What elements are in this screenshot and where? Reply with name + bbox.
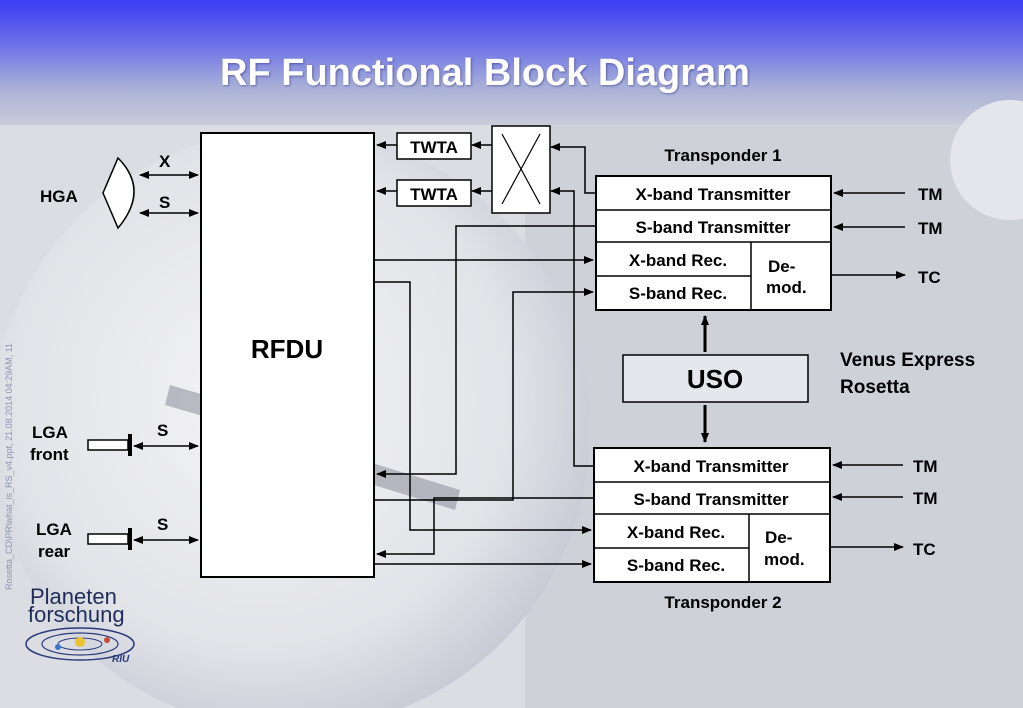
planetenforschung-logo: Planeten forschung RIU bbox=[22, 584, 142, 684]
transponder2-box bbox=[593, 447, 831, 583]
tp1-demod-1: De- bbox=[768, 257, 795, 276]
tp2-x-receiver: X-band Rec. bbox=[627, 523, 725, 542]
tp1-s-receiver: S-band Rec. bbox=[629, 284, 727, 303]
lga-front-band-label: S bbox=[157, 421, 168, 440]
mission-label-2: Rosetta bbox=[840, 377, 910, 398]
moon-backdrop bbox=[950, 100, 1023, 220]
tp1-tm-label-1: TM bbox=[918, 185, 943, 204]
lga-front-label-2: front bbox=[30, 445, 69, 464]
switch-diagonal-2 bbox=[501, 133, 541, 205]
rfdu-label: RFDU bbox=[251, 334, 323, 364]
rfdu-to-tp1-srec bbox=[374, 288, 594, 501]
tp1-x-receiver: X-band Rec. bbox=[629, 251, 727, 270]
rfdu-box bbox=[200, 132, 375, 578]
tp2-tm-label-2: TM bbox=[913, 489, 938, 508]
lga-rear-antenna-icon bbox=[87, 533, 129, 545]
twta-label-1: TWTA bbox=[410, 138, 458, 157]
tp2-x-transmitter: X-band Transmitter bbox=[634, 457, 789, 476]
orbit-rings-icon bbox=[25, 627, 135, 661]
tp2-s-receiver: S-band Rec. bbox=[627, 556, 725, 575]
tp1-stx-to-rfdu bbox=[376, 225, 596, 478]
tp1-demod-2: mod. bbox=[766, 278, 807, 297]
hga-s-band-label: S bbox=[159, 193, 170, 212]
mission-label-1: Venus Express bbox=[840, 350, 975, 371]
transponder1-box bbox=[595, 175, 832, 311]
logo-text-line-1: Planeten bbox=[30, 584, 117, 609]
tp2-tc-label: TC bbox=[913, 540, 936, 559]
uso-box bbox=[622, 354, 809, 403]
tp2-tm-label-1: TM bbox=[913, 457, 938, 476]
lga-front-antenna-icon bbox=[87, 439, 129, 451]
lga-rear-label-1: LGA bbox=[36, 520, 72, 539]
hga-x-band-label: X bbox=[159, 152, 171, 171]
lga-front-label-1: LGA bbox=[32, 423, 68, 442]
transponder2-title: Transponder 2 bbox=[664, 593, 781, 612]
uso-label: USO bbox=[687, 364, 743, 394]
tp1-tm-label-2: TM bbox=[918, 219, 943, 238]
twta-box-2 bbox=[396, 179, 472, 207]
tp2-stx-to-rfdu bbox=[376, 497, 594, 558]
rfdu-to-tp2-xrec bbox=[374, 281, 592, 534]
tp2-demod-2: mod. bbox=[764, 550, 805, 569]
tp2-s-transmitter: S-band Transmitter bbox=[634, 490, 789, 509]
twta-label-2: TWTA bbox=[410, 185, 458, 204]
tp1-s-transmitter: S-band Transmitter bbox=[636, 218, 791, 237]
lga-rear-label-2: rear bbox=[38, 542, 71, 561]
tp1-xtx-to-switch bbox=[550, 143, 595, 194]
transponder1-title: Transponder 1 bbox=[664, 146, 781, 165]
tp1-tc-label: TC bbox=[918, 268, 941, 287]
slide-title: RF Functional Block Diagram bbox=[220, 52, 750, 94]
tp2-demod-1: De- bbox=[765, 528, 792, 547]
hga-antenna bbox=[102, 156, 135, 230]
hga-label: HGA bbox=[40, 187, 78, 206]
twta-box-1 bbox=[396, 132, 472, 160]
logo-text-line-2: forschung bbox=[28, 602, 125, 627]
lga-rear-band-label: S bbox=[157, 515, 168, 534]
slide-header bbox=[0, 0, 1023, 125]
tp2-xtx-to-switch bbox=[550, 187, 595, 467]
tp1-x-transmitter: X-band Transmitter bbox=[636, 185, 791, 204]
hga-dish-icon bbox=[102, 156, 135, 230]
logo-riu: RIU bbox=[112, 654, 130, 665]
